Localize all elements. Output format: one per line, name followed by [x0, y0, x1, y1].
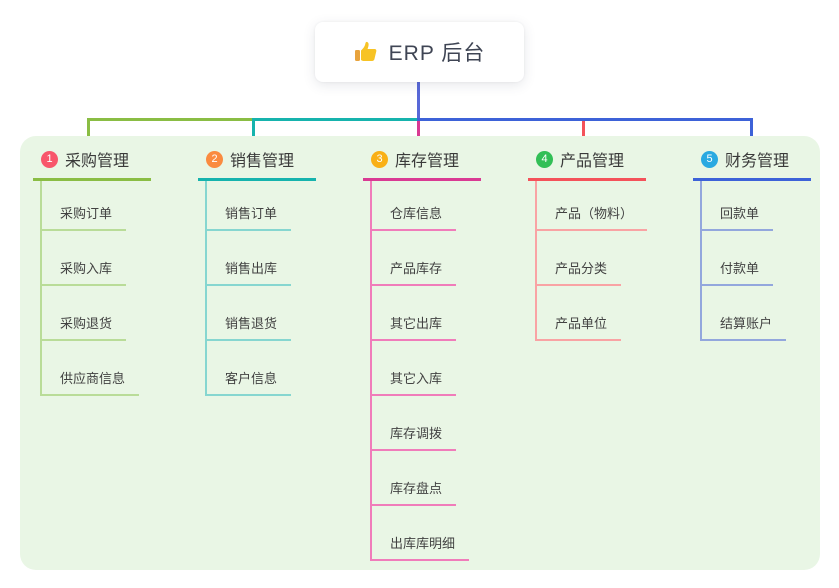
child-node-label: 采购退货 — [42, 313, 127, 341]
child-node-label: 销售出库 — [207, 258, 292, 286]
mindmap-background-panel — [20, 136, 820, 570]
child-node[interactable]: 采购退货 — [42, 286, 193, 341]
child-node[interactable]: 销售出库 — [207, 231, 358, 286]
root-drop-line — [417, 82, 420, 120]
branch-children-list: 采购订单采购入库采购退货供应商信息 — [40, 181, 193, 396]
child-node-label: 出库库明细 — [372, 533, 470, 561]
branch-3: 3 库存管理仓库信息产品库存其它出库其它入库库存调拨库存盘点出库库明细 — [363, 147, 523, 561]
child-node[interactable]: 销售订单 — [207, 181, 358, 231]
child-node[interactable]: 产品单位 — [537, 286, 688, 341]
drop-line-procurement — [87, 118, 90, 146]
child-node-label: 仓库信息 — [372, 203, 457, 231]
thumbs-up-icon — [354, 40, 378, 64]
branch-children-list: 产品（物料） 产品分类产品单位 — [535, 181, 688, 341]
child-node[interactable]: 结算账户 — [702, 286, 839, 341]
drop-line-finance — [750, 118, 753, 146]
child-node[interactable]: 其它出库 — [372, 286, 523, 341]
child-node[interactable]: 销售退货 — [207, 286, 358, 341]
child-node-label: 产品分类 — [537, 258, 622, 286]
branch-number-badge: 2 — [206, 150, 223, 168]
bus-segment-finance — [417, 118, 753, 121]
child-node[interactable]: 付款单 — [702, 231, 839, 286]
branch-4: 4 产品管理产品（物料） 产品分类产品单位 — [528, 147, 688, 341]
child-node[interactable]: 出库库明细 — [372, 506, 523, 561]
branch-number-badge: 5 — [701, 150, 718, 168]
drop-line-inventory — [417, 121, 420, 146]
child-node[interactable]: 产品分类 — [537, 231, 688, 286]
branch-title-node[interactable]: 2 销售管理 — [198, 147, 316, 181]
bus-segment-procurement — [87, 118, 255, 121]
branch-number-badge: 4 — [536, 150, 553, 168]
child-node[interactable]: 供应商信息 — [42, 341, 193, 396]
child-node[interactable]: 库存盘点 — [372, 451, 523, 506]
drop-line-product — [582, 121, 585, 146]
branch-title-node[interactable]: 3 库存管理 — [363, 147, 481, 181]
branch-title-node[interactable]: 4 产品管理 — [528, 147, 646, 181]
branch-title-node[interactable]: 5 财务管理 — [693, 147, 811, 181]
child-node[interactable]: 采购订单 — [42, 181, 193, 231]
child-node-label: 付款单 — [702, 258, 774, 286]
child-node[interactable]: 产品库存 — [372, 231, 523, 286]
branch-label: 库存管理 — [395, 153, 460, 170]
branch-children-list: 仓库信息产品库存其它出库其它入库库存调拨库存盘点出库库明细 — [370, 181, 523, 561]
branch-children-list: 销售订单销售出库销售退货客户信息 — [205, 181, 358, 396]
child-node[interactable]: 仓库信息 — [372, 181, 523, 231]
root-node-title: ERP 后台 — [388, 42, 486, 65]
branch-label: 产品管理 — [560, 153, 625, 170]
child-node-label: 其它入库 — [372, 368, 457, 396]
bus-segment-sales — [252, 118, 419, 121]
child-node[interactable]: 产品（物料） — [537, 181, 688, 231]
branch-2: 2 销售管理销售订单销售出库销售退货客户信息 — [198, 147, 358, 396]
branch-label: 采购管理 — [65, 153, 130, 170]
child-node-label: 供应商信息 — [42, 368, 140, 396]
child-node[interactable]: 库存调拨 — [372, 396, 523, 451]
child-node[interactable]: 其它入库 — [372, 341, 523, 396]
child-node-label: 库存盘点 — [372, 478, 457, 506]
branch-1: 1 采购管理采购订单采购入库采购退货供应商信息 — [33, 147, 193, 396]
branch-label: 销售管理 — [230, 153, 295, 170]
branch-5: 5 财务管理回款单付款单结算账户 — [693, 147, 839, 341]
child-node-label: 客户信息 — [207, 368, 292, 396]
branch-label: 财务管理 — [725, 153, 790, 170]
child-node-label: 回款单 — [702, 203, 774, 231]
child-node-label: 结算账户 — [702, 313, 787, 341]
child-node-label: 其它出库 — [372, 313, 457, 341]
branch-children-list: 回款单付款单结算账户 — [700, 181, 839, 341]
child-node[interactable]: 回款单 — [702, 181, 839, 231]
child-node-label: 采购入库 — [42, 258, 127, 286]
child-node-label: 销售订单 — [207, 203, 292, 231]
drop-line-sales — [252, 118, 255, 146]
child-node[interactable]: 采购入库 — [42, 231, 193, 286]
child-node-label: 产品单位 — [537, 313, 622, 341]
branch-number-badge: 1 — [41, 150, 58, 168]
child-node-label: 采购订单 — [42, 203, 127, 231]
root-node-erp[interactable]: ERP 后台 — [315, 22, 524, 82]
child-node-label: 库存调拨 — [372, 423, 457, 451]
child-node-label: 产品库存 — [372, 258, 457, 286]
branch-number-badge: 3 — [371, 150, 388, 168]
child-node-label: 销售退货 — [207, 313, 292, 341]
branch-title-node[interactable]: 1 采购管理 — [33, 147, 151, 181]
child-node-label: 产品（物料） — [537, 203, 648, 231]
child-node[interactable]: 客户信息 — [207, 341, 358, 396]
